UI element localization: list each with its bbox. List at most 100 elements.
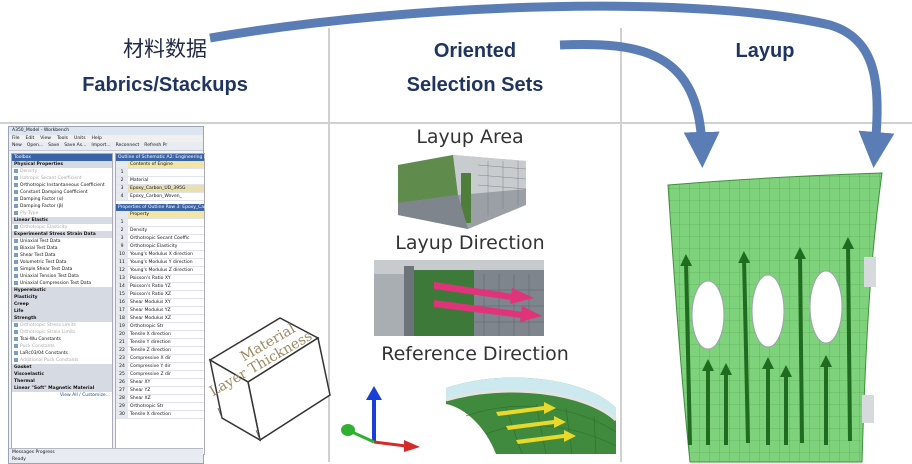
toolbox-item[interactable]: Isotropic Secant Coefficient	[12, 175, 112, 182]
toolbox-category[interactable]: Life	[12, 308, 112, 315]
toolbox-item[interactable]: Uniaxial Compression Test Data	[12, 280, 112, 287]
header-oriented: Oriented	[433, 40, 517, 62]
toolbox-item[interactable]: Additional Puck Constants	[12, 357, 112, 364]
toolbar-button[interactable]: Open...	[26, 143, 44, 148]
toolbar-button[interactable]: Import...	[91, 143, 111, 148]
menu-item[interactable]: View	[40, 136, 51, 141]
toolbar-button[interactable]: Reconnect	[115, 143, 140, 148]
layup-area-image	[398, 155, 527, 229]
menu-item[interactable]: Help	[91, 136, 102, 141]
menu-item[interactable]: Units	[74, 136, 86, 141]
header-material-data-cn: 材料数据	[123, 37, 207, 61]
table-row[interactable]: 1	[116, 169, 204, 177]
toolbox-item[interactable]: Density	[12, 168, 112, 175]
outline-column-header: Contents of Engine	[116, 161, 204, 169]
coordinate-axes-icon	[341, 386, 420, 452]
toolbox-category[interactable]: Gasket	[12, 364, 112, 371]
toolbox-item[interactable]: Tsai-Wu Constants	[12, 336, 112, 343]
menu-item[interactable]: Tools	[56, 136, 69, 141]
toolbox-item[interactable]: Damping Factor (α)	[12, 196, 112, 203]
toolbar-button[interactable]: Save	[48, 143, 60, 148]
menu-item[interactable]: File	[12, 136, 20, 141]
layup-direction-label: Layup Direction	[395, 232, 545, 254]
header-selection-sets: Selection Sets	[406, 74, 544, 96]
workbench-toolbar: New Open... Save Save As... Import... Reconne…	[9, 142, 203, 151]
toolbox-item[interactable]: Puck Constants	[12, 343, 112, 350]
layup-area-label: Layup Area	[416, 126, 524, 148]
toolbox-item[interactable]: Orthotropic Elasticity	[12, 224, 112, 231]
reference-ring-image	[445, 377, 618, 455]
menu-item[interactable]: Edit	[25, 136, 35, 141]
toolbox-item[interactable]: Ply Type	[12, 210, 112, 217]
toolbox-category[interactable]: Hyperelastic	[12, 287, 112, 294]
properties-title: Properties of Outline Row 3: Epoxy_Carbo…	[116, 204, 226, 211]
toolbox-category[interactable]: Linear Elastic	[12, 217, 112, 224]
toolbox-item[interactable]: Simple Shear Test Data	[12, 266, 112, 273]
toolbox-item[interactable]: LaRc03/04 Constants	[12, 350, 112, 357]
table-row[interactable]: 1	[116, 219, 204, 227]
toolbox-item[interactable]: Damping Factor (β)	[12, 203, 112, 210]
outline-title: Outline of Schematic A2: Engineering Dat…	[116, 154, 215, 161]
toolbox-item[interactable]: Uniaxial Tension Test Data	[12, 273, 112, 280]
toolbar-button[interactable]: New	[12, 143, 22, 148]
toolbox-item[interactable]: Orthotropic Stress Limits	[12, 322, 112, 329]
toolbar-button[interactable]: Save As...	[64, 143, 87, 148]
toolbar-button[interactable]: Refresh Pr	[144, 143, 168, 148]
properties-column-header: Property	[116, 211, 204, 219]
toolbox-category[interactable]: Thermal	[12, 378, 112, 385]
toolbox-category[interactable]: Viscoelastic	[12, 371, 112, 378]
header-fabrics-stackups: Fabrics/Stackups	[82, 74, 248, 96]
toolbox-category[interactable]: Creep	[12, 301, 112, 308]
toolbox-item[interactable]: Volumetric Test Data	[12, 259, 112, 266]
toolbox-item[interactable]: Orthotropic Instantaneous Coefficient	[12, 182, 112, 189]
status-ready: Ready	[12, 457, 26, 462]
toolbox-item[interactable]: Constant Damping Coefficient	[12, 189, 112, 196]
toolbox-item[interactable]: Uniaxial Test Data	[12, 238, 112, 245]
arrow-fabrics-to-layup	[209, 1, 895, 168]
workbench-statusbar: Messages Progress Ready	[9, 448, 203, 463]
status-tabs[interactable]: Messages Progress	[12, 450, 55, 455]
toolbox-category[interactable]: Experimental Stress Strain Data	[12, 231, 112, 238]
toolbox-category[interactable]: Strength	[12, 315, 112, 322]
toolbox-item[interactable]: Orthotropic Strain Limits	[12, 329, 112, 336]
toolbox-category[interactable]: Linear "Soft" Magnetic Material	[12, 385, 112, 392]
toolbox-category[interactable]: Plasticity	[12, 294, 112, 301]
toolbox-item[interactable]: Biaxial Test Data	[12, 245, 112, 252]
toolbox-title: Toolbox	[12, 154, 112, 161]
outline-panel: Outline of Schematic A2: Engineering Dat…	[115, 153, 226, 455]
layup-panel-image	[667, 172, 883, 463]
view-all-link[interactable]: View All / Customize...	[60, 393, 110, 398]
arrow-sets-to-layup	[559, 40, 720, 168]
toolbox-item[interactable]: Shear Test Data	[12, 252, 112, 259]
material-box-graphic	[208, 317, 331, 442]
toolbox-category[interactable]: Physical Properties	[12, 161, 112, 168]
